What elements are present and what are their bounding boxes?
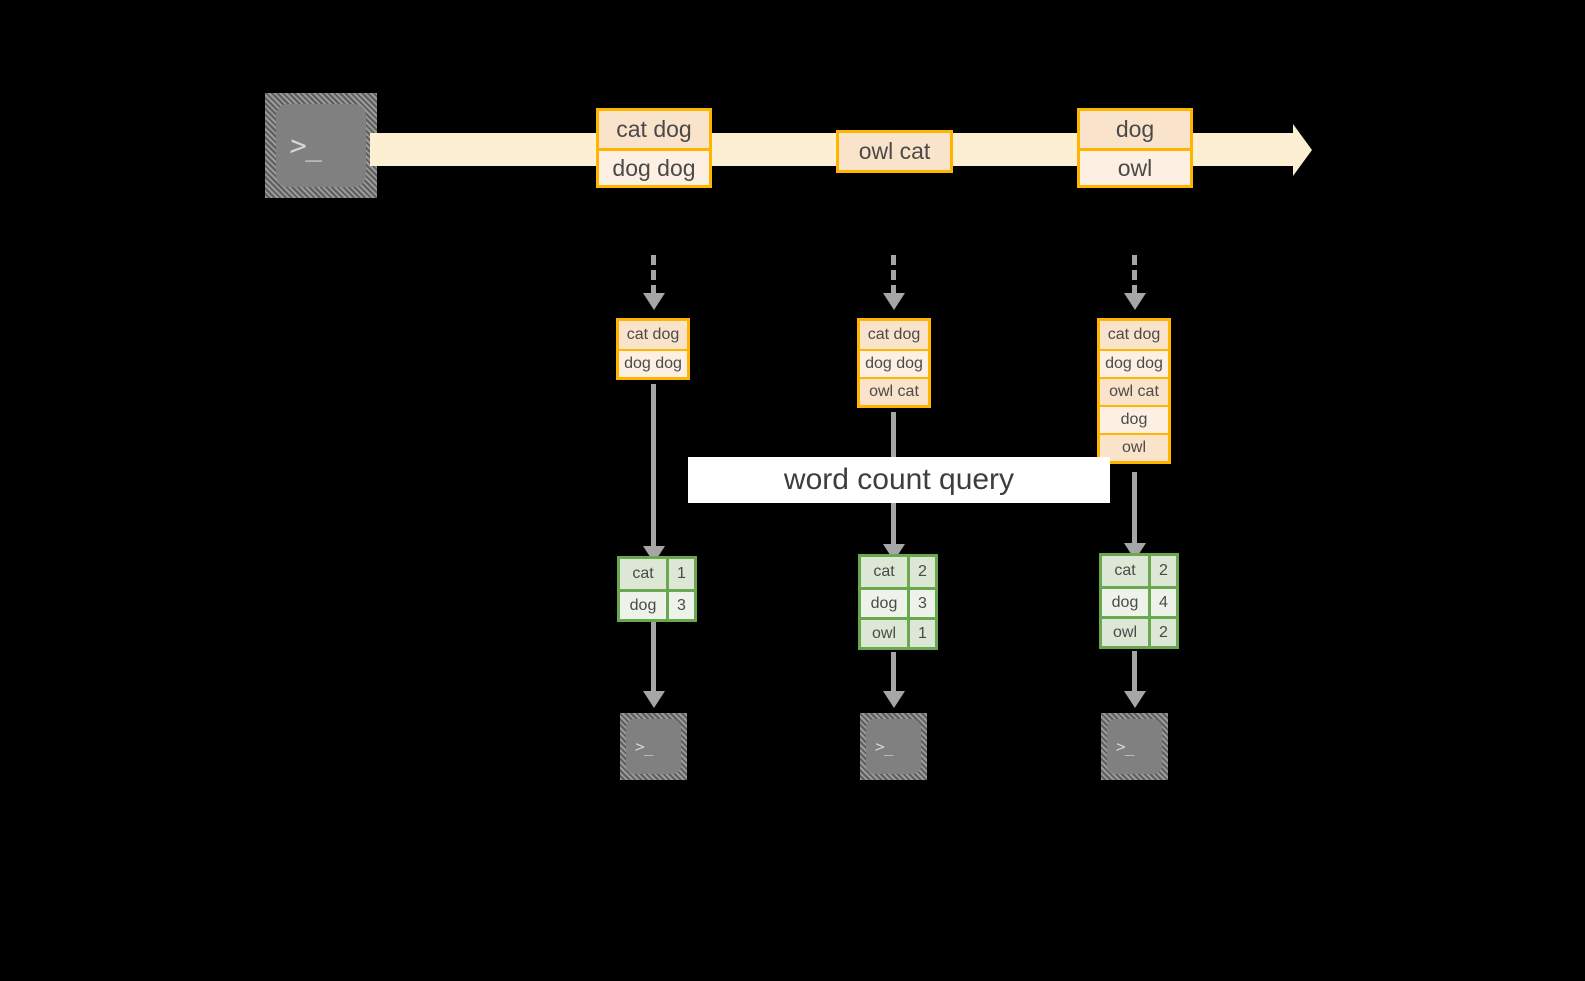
result-1-to-sink-connector <box>651 622 656 696</box>
result-word: dog <box>620 592 666 619</box>
stream-record: cat dog <box>599 111 709 148</box>
stream-arrow-head-icon <box>1293 124 1312 176</box>
stream-record: owl <box>1080 148 1190 185</box>
result-1-to-sink-arrowhead-icon <box>643 691 665 708</box>
result-2-to-sink-connector <box>891 652 896 696</box>
stream-record: dog dog <box>599 148 709 185</box>
result-2-to-sink-arrowhead-icon <box>883 691 905 708</box>
result-count: 4 <box>1148 589 1176 616</box>
source-terminal-prompt-glyph: >_ <box>288 128 326 162</box>
result-table-2: cat 2 dog 3 owl 1 <box>858 554 938 650</box>
sink-3-terminal-body: >_ <box>1107 719 1162 774</box>
result-count: 1 <box>666 559 694 589</box>
result-row: dog 3 <box>861 587 935 617</box>
result-word: cat <box>620 559 666 589</box>
stream-group-2: owl cat <box>836 130 953 173</box>
stream-to-snapshot-2-arrowhead-icon <box>883 293 905 310</box>
sink-3-terminal-prompt-glyph: >_ <box>1115 736 1137 756</box>
result-row: dog 4 <box>1102 586 1176 616</box>
result-row: owl 1 <box>861 617 935 647</box>
result-word: cat <box>1102 556 1148 586</box>
result-count: 3 <box>907 590 935 617</box>
snapshot-record: owl cat <box>1100 377 1168 405</box>
result-word: owl <box>861 620 907 647</box>
result-word: dog <box>1102 589 1148 616</box>
stream-group-1: cat dog dog dog <box>596 108 712 188</box>
result-count: 2 <box>1148 619 1176 646</box>
stream-record: dog <box>1080 111 1190 148</box>
snapshot-2: cat dog dog dog owl cat <box>857 318 931 408</box>
result-count: 1 <box>907 620 935 647</box>
sink-1-terminal-icon: >_ <box>620 713 687 780</box>
result-row: cat 2 <box>1102 556 1176 586</box>
snapshot-record: owl <box>1100 433 1168 461</box>
stream-to-snapshot-3-arrowhead-icon <box>1124 293 1146 310</box>
result-count: 3 <box>666 592 694 619</box>
result-row: cat 2 <box>861 557 935 587</box>
snapshot-record: cat dog <box>619 321 687 349</box>
snapshot-record: cat dog <box>1100 321 1168 349</box>
stream-to-snapshot-2-connector <box>891 255 896 295</box>
snapshot-3-to-result-connector <box>1132 472 1137 552</box>
stream-record: owl cat <box>839 133 950 170</box>
result-word: dog <box>861 590 907 617</box>
result-count: 2 <box>1148 556 1176 586</box>
snapshot-3: cat dog dog dog owl cat dog owl <box>1097 318 1171 464</box>
snapshot-record: dog dog <box>860 349 928 377</box>
result-table-3: cat 2 dog 4 owl 2 <box>1099 553 1179 649</box>
result-row: dog 3 <box>620 589 694 619</box>
result-count: 2 <box>907 557 935 587</box>
snapshot-record: cat dog <box>860 321 928 349</box>
stream-group-3: dog owl <box>1077 108 1193 188</box>
stream-to-snapshot-1-arrowhead-icon <box>643 293 665 310</box>
result-word: cat <box>861 557 907 587</box>
snapshot-record: owl cat <box>860 377 928 405</box>
sink-2-terminal-prompt-glyph: >_ <box>874 736 896 756</box>
snapshot-record: dog dog <box>1100 349 1168 377</box>
snapshot-record: dog dog <box>619 349 687 377</box>
result-3-to-sink-connector <box>1132 651 1137 696</box>
query-banner-label: word count query <box>783 463 1015 496</box>
result-word: owl <box>1102 619 1148 646</box>
result-row: owl 2 <box>1102 616 1176 646</box>
sink-1-terminal-prompt-glyph: >_ <box>634 736 656 756</box>
sink-2-terminal-body: >_ <box>866 719 921 774</box>
source-terminal-body: >_ <box>276 104 366 187</box>
sink-2-terminal-icon: >_ <box>860 713 927 780</box>
query-banner: word count query <box>688 457 1110 503</box>
result-row: cat 1 <box>620 559 694 589</box>
stream-to-snapshot-1-connector <box>651 255 656 295</box>
result-3-to-sink-arrowhead-icon <box>1124 691 1146 708</box>
stream-to-snapshot-3-connector <box>1132 255 1137 295</box>
sink-3-terminal-icon: >_ <box>1101 713 1168 780</box>
result-table-1: cat 1 dog 3 <box>617 556 697 622</box>
snapshot-1-to-result-connector <box>651 384 656 552</box>
snapshot-record: dog <box>1100 405 1168 433</box>
sink-1-terminal-body: >_ <box>626 719 681 774</box>
source-terminal-icon: >_ <box>265 93 377 198</box>
snapshot-1: cat dog dog dog <box>616 318 690 380</box>
